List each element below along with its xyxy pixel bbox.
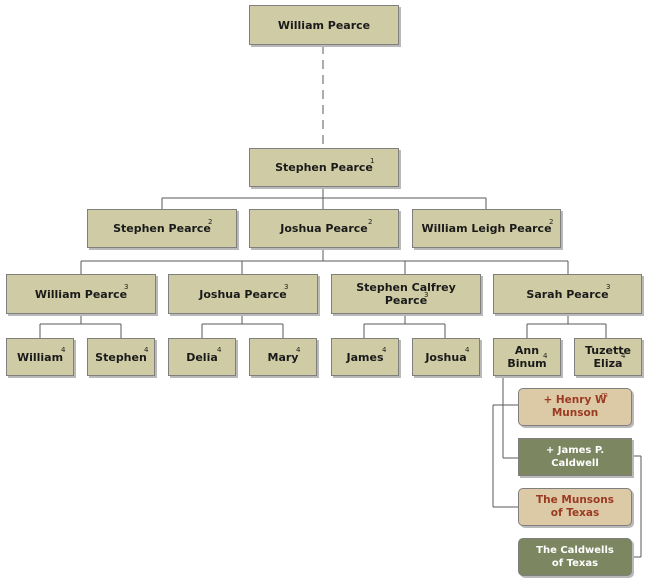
node-sarah-pearce-gen3[interactable]: Sarah Pearce 3	[493, 274, 642, 314]
node-james-gen4[interactable]: James 4	[331, 338, 399, 376]
generation-marker: 3	[424, 291, 429, 299]
generation-marker: 1	[370, 157, 375, 165]
node-label: William Leigh Pearce	[421, 222, 552, 235]
generation-marker: 4	[61, 346, 66, 354]
node-label: Delia	[186, 350, 218, 364]
node-label: Stephen Pearce	[275, 161, 373, 174]
node-joshua-pearce-gen3[interactable]: Joshua Pearce 3	[168, 274, 318, 314]
node-label: Joshua Pearce	[280, 222, 368, 235]
node-william-pearce-gen3[interactable]: William Pearce 3	[6, 274, 156, 314]
generation-marker: 3	[606, 283, 611, 291]
generation-marker: 4	[382, 346, 387, 354]
node-label: Joshua Pearce	[199, 287, 287, 301]
node-label: William	[16, 350, 64, 364]
node-label: Mary	[267, 350, 299, 364]
node-label: Sarah Pearce	[526, 287, 609, 301]
generation-marker: 4	[621, 352, 626, 360]
branch-caldwells-of-texas[interactable]: The Caldwells of Texas	[518, 538, 632, 576]
spouse-henry-w-munson[interactable]: + Henry W Munson m	[518, 388, 632, 426]
node-label: The Caldwells of Texas	[536, 545, 614, 569]
generation-marker: 2	[208, 218, 213, 226]
generation-marker: 4	[465, 346, 470, 354]
generation-marker: 3	[124, 283, 129, 291]
node-label: Ann Binum	[507, 344, 547, 370]
node-label: William Pearce	[277, 18, 371, 32]
spouse-james-p-caldwell[interactable]: + James P. Caldwell	[518, 438, 632, 476]
node-label: James	[346, 350, 384, 364]
node-stephen-pearce-gen2[interactable]: Stephen Pearce 2	[87, 209, 237, 248]
generation-marker: 3	[284, 283, 289, 291]
node-stephen-gen4[interactable]: Stephen 4	[87, 338, 155, 376]
generation-marker: 4	[296, 346, 301, 354]
generation-marker: 4	[217, 346, 222, 354]
node-william-pearce-root[interactable]: William Pearce	[249, 5, 399, 45]
node-mary-gen4[interactable]: Mary 4	[249, 338, 317, 376]
node-label: Joshua	[425, 350, 467, 364]
node-william-gen4[interactable]: William 4	[6, 338, 74, 376]
node-label: + Henry W Munson	[543, 394, 607, 419]
node-stephen-pearce-gen1[interactable]: Stephen Pearce 1	[249, 148, 399, 187]
node-joshua-pearce-gen2[interactable]: Joshua Pearce 2	[249, 209, 399, 248]
node-label: Tuzette Eliza	[585, 344, 631, 370]
generation-marker: 2	[368, 218, 373, 226]
node-label: + James P. Caldwell	[545, 445, 605, 469]
generation-marker: 4	[543, 352, 548, 360]
node-ann-binum-gen4[interactable]: Ann Binum 4	[493, 338, 561, 376]
generation-marker: 2	[549, 218, 554, 226]
node-william-leigh-pearce-gen2[interactable]: William Leigh Pearce 2	[412, 209, 561, 248]
node-label: Stephen Calfrey Pearce	[356, 281, 456, 307]
marriage-marker: m	[601, 391, 608, 399]
node-label: The Munsons of Texas	[535, 494, 614, 519]
branch-munsons-of-texas[interactable]: The Munsons of Texas	[518, 488, 632, 526]
generation-marker: 4	[144, 346, 149, 354]
node-joshua-gen4[interactable]: Joshua 4	[412, 338, 480, 376]
node-label: William Pearce	[34, 287, 128, 301]
node-delia-gen4[interactable]: Delia 4	[168, 338, 236, 376]
node-stephen-calfrey-pearce-gen3[interactable]: Stephen Calfrey Pearce 3	[331, 274, 481, 314]
node-tuzette-eliza-gen4[interactable]: Tuzette Eliza 4	[574, 338, 642, 376]
node-label: Stephen	[95, 350, 147, 364]
node-label: Stephen Pearce	[113, 222, 211, 235]
